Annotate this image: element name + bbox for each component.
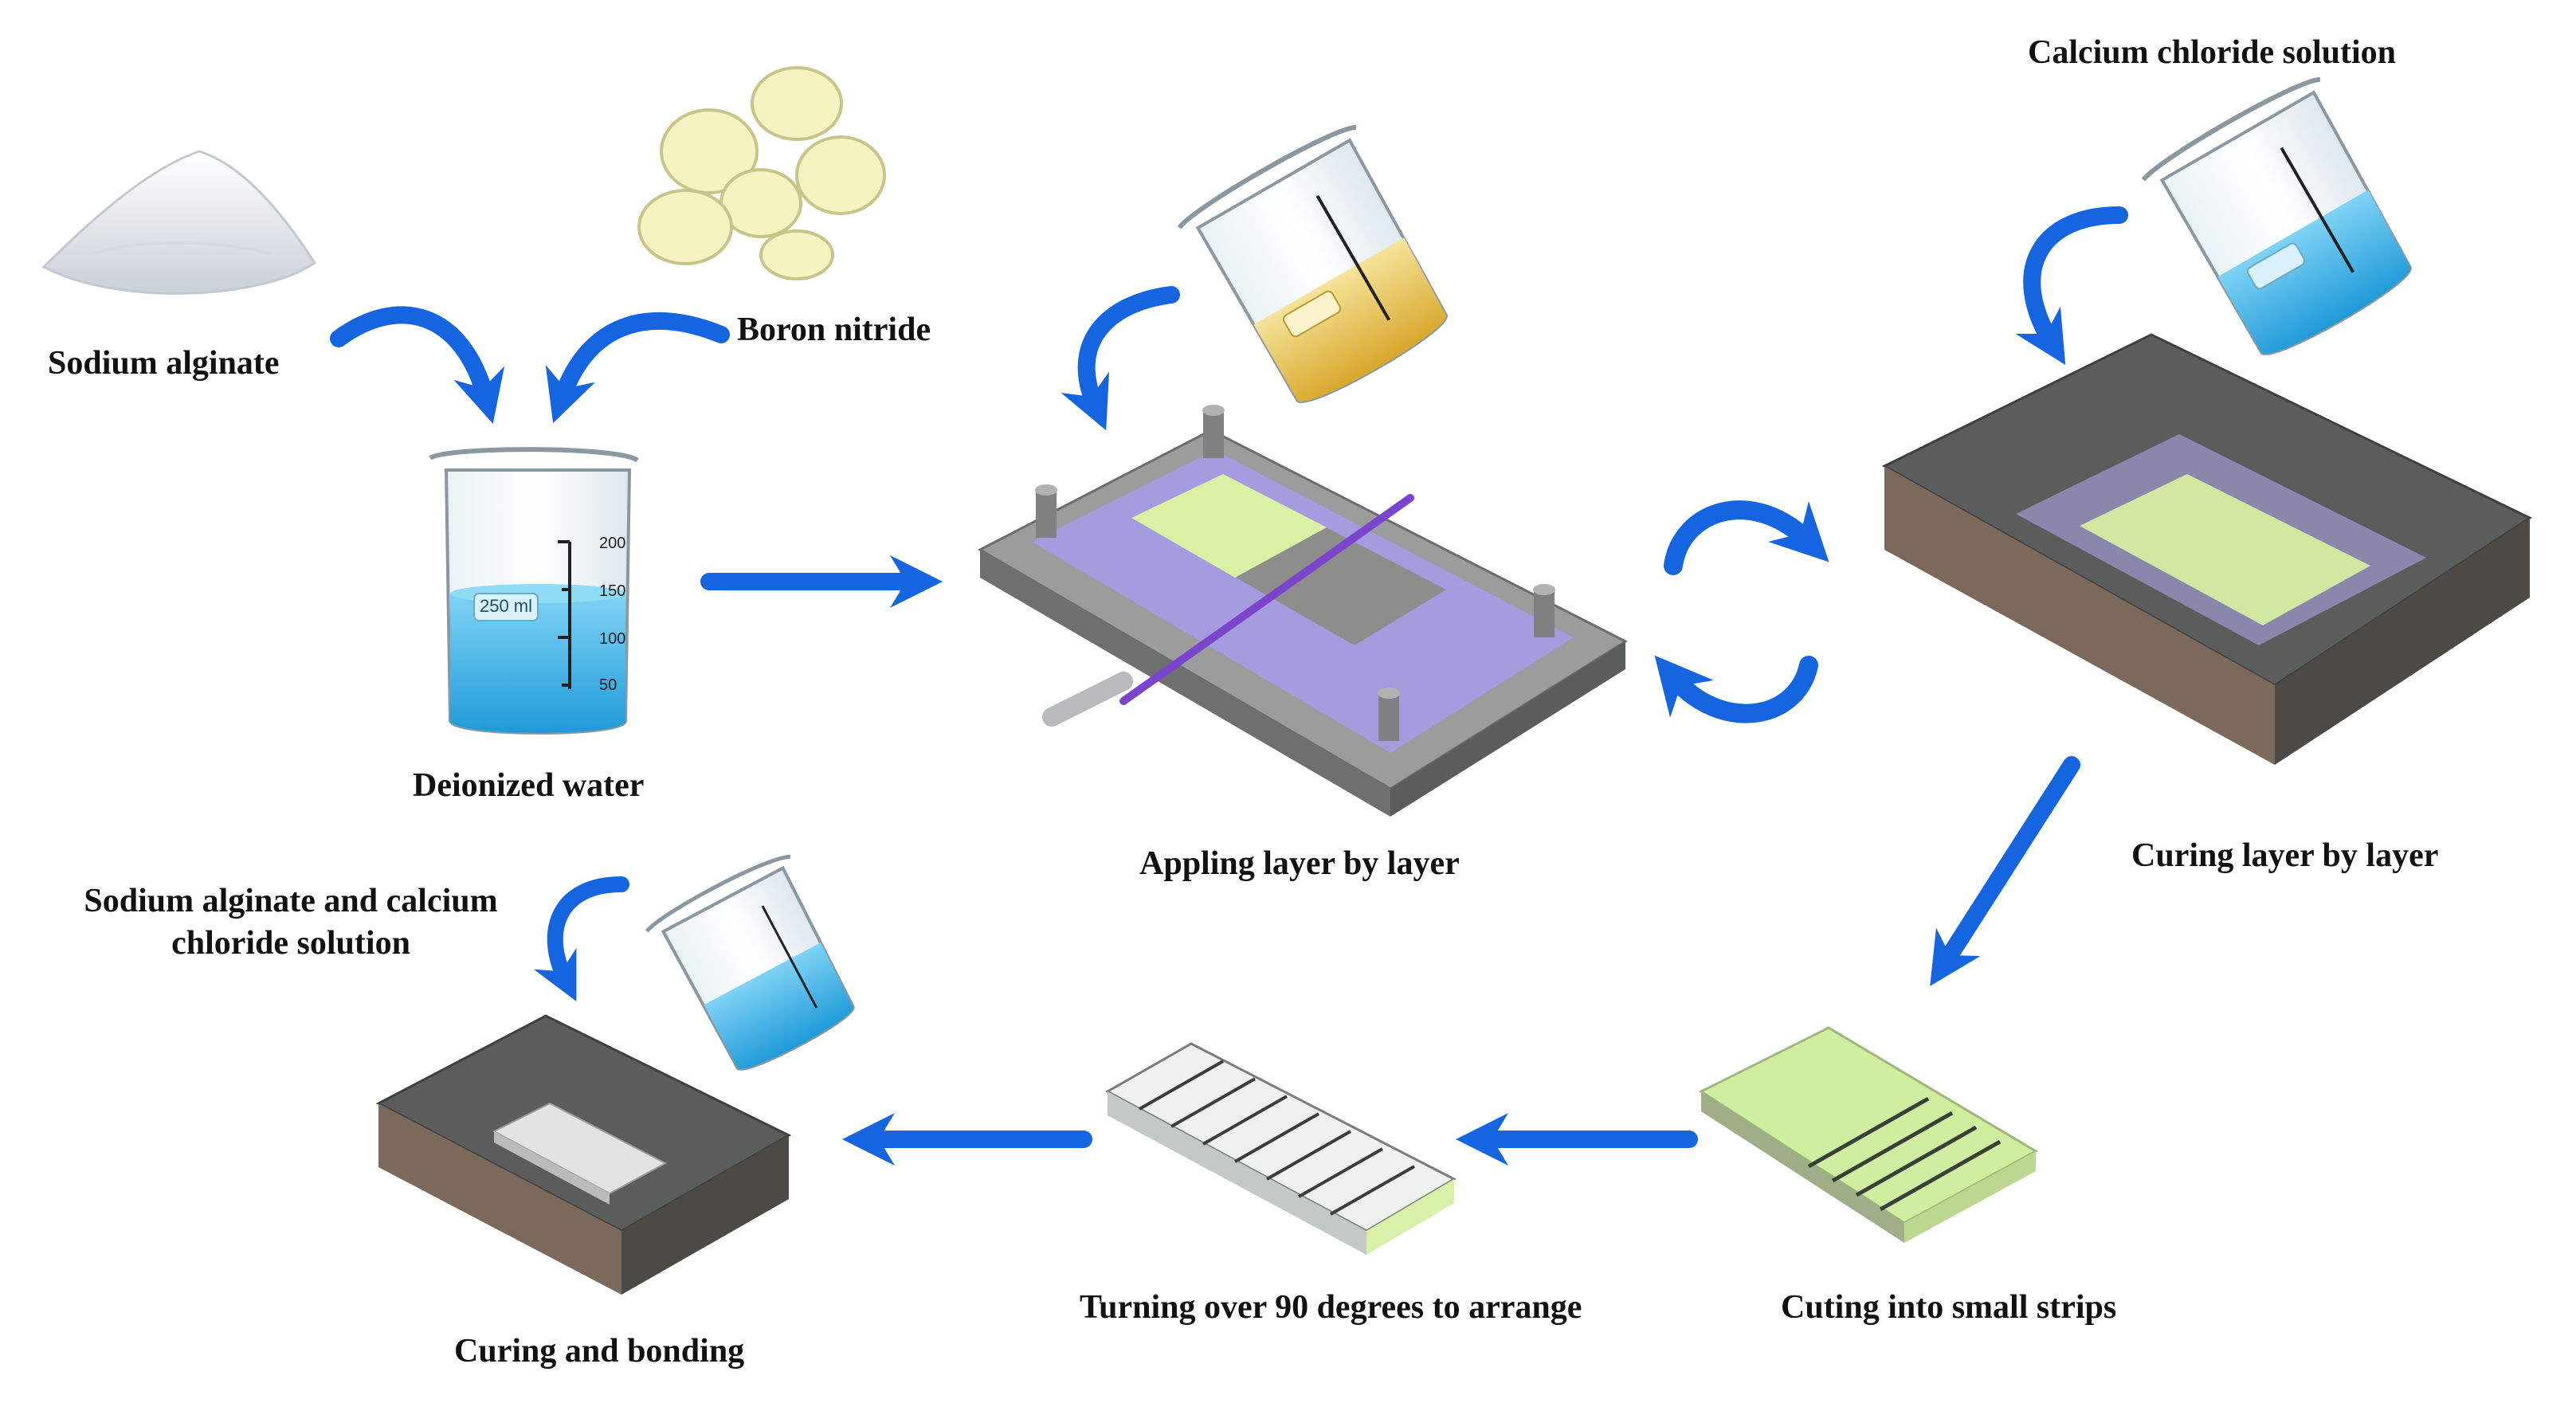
cut-strips-sheet <box>1698 1026 2039 1243</box>
yellow-solution-beaker <box>1177 124 1448 403</box>
applying-platform <box>977 405 1629 817</box>
beaker-tick-200: 200 <box>599 535 625 552</box>
final-curing-tray <box>375 1014 792 1295</box>
label-turning-over: Turning over 90 degrees to arrange <box>1080 1289 1582 1326</box>
label-deionized-water: Deionized water <box>413 767 645 804</box>
curing-tray <box>1881 333 2533 765</box>
arrow-alginate-to-beaker <box>330 306 505 424</box>
beaker-volume-label: 250 ml <box>480 596 532 616</box>
arrow-calcium-pour <box>2015 206 2128 366</box>
label-mixed-solution: Sodium alginate and calcium chloride sol… <box>48 880 534 964</box>
sodium-alginate-powder <box>41 150 317 295</box>
cycle-arrow-bottom <box>1654 655 1818 723</box>
label-mixed-solution-line1: Sodium alginate and calcium <box>84 883 498 919</box>
label-mixed-solution-line2: chloride solution <box>171 924 410 962</box>
beaker-tick-50: 50 <box>599 676 617 694</box>
label-boron-nitride: Boron nitride <box>737 312 931 348</box>
label-sodium-alginate: Sodium alginate <box>48 345 280 382</box>
label-curing-bonding: Curing and bonding <box>454 1333 745 1370</box>
arrow-boron-to-beaker <box>545 312 730 424</box>
boron-nitride-flakes <box>637 66 886 280</box>
mixed-solution-beaker <box>645 854 855 1071</box>
arrow-curing-to-strips <box>1930 756 2080 986</box>
label-calcium-chloride: Calcium chloride solution <box>2028 34 2397 71</box>
arrow-yellow-pour <box>1061 286 1180 431</box>
label-cuting-strips: Cuting into small strips <box>1781 1289 2117 1326</box>
label-appling-layer: Appling layer by layer <box>1139 845 1460 882</box>
turned-strips-row <box>1104 1042 1457 1255</box>
label-curing-layer: Curing layer by layer <box>2131 837 2439 874</box>
beaker-tick-100: 100 <box>599 630 625 648</box>
deionized-water-beaker <box>429 447 639 735</box>
calcium-chloride-beaker <box>2141 76 2412 355</box>
arrow-mixed-pour <box>533 876 629 1001</box>
beaker-tick-150: 150 <box>599 582 625 600</box>
cycle-arrow-top <box>1664 500 1829 575</box>
